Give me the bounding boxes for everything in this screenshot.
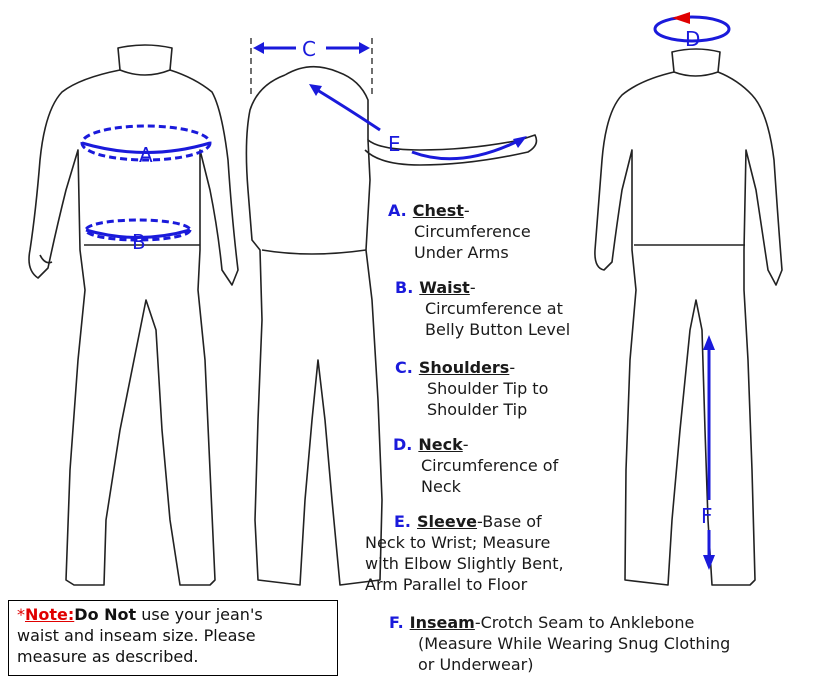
back-suit-figure [245, 65, 538, 586]
marker-d: D [685, 27, 700, 51]
marker-b: B [132, 230, 146, 254]
side-suit-figure [594, 48, 783, 586]
shoulder-measure-arrow [253, 42, 370, 54]
legend-term-neck: Neck [418, 435, 463, 454]
sleeve-measure-arc [313, 86, 381, 132]
legend-term-shoulders: Shoulders [418, 358, 510, 377]
legend-shoulders: C.Shoulders- Shoulder Tip to Shoulder Ti… [395, 358, 549, 419]
note-label: Note: [25, 605, 75, 624]
legend-chest: A.Chest- Circumference Under Arms [388, 201, 531, 262]
marker-c: C [302, 37, 316, 61]
note-emphasis: Do Not [74, 605, 137, 624]
marker-f: F [701, 504, 713, 528]
legend-term-inseam: Inseam [409, 613, 475, 632]
legend-sleeve: E.Sleeve-Base of Neck to Wrist; Measure … [365, 512, 564, 594]
marker-e: E [388, 132, 401, 156]
legend-term-waist: Waist [419, 278, 470, 297]
legend-term-sleeve: Sleeve [417, 512, 478, 531]
legend-inseam: F.Inseam-Crotch Seam to Anklebone (Measu… [389, 613, 731, 674]
legend-neck: D.Neck- Circumference of Neck [393, 435, 559, 496]
neck-measure-ellipse [653, 15, 731, 43]
legend-term-chest: Chest [412, 201, 464, 220]
legend-waist: B.Waist- Circumference at Belly Button L… [395, 278, 571, 339]
note-box: *Note:Do Not use your jean's waist and i… [8, 600, 338, 676]
marker-a: A [139, 143, 153, 167]
front-suit-figure [28, 44, 239, 586]
